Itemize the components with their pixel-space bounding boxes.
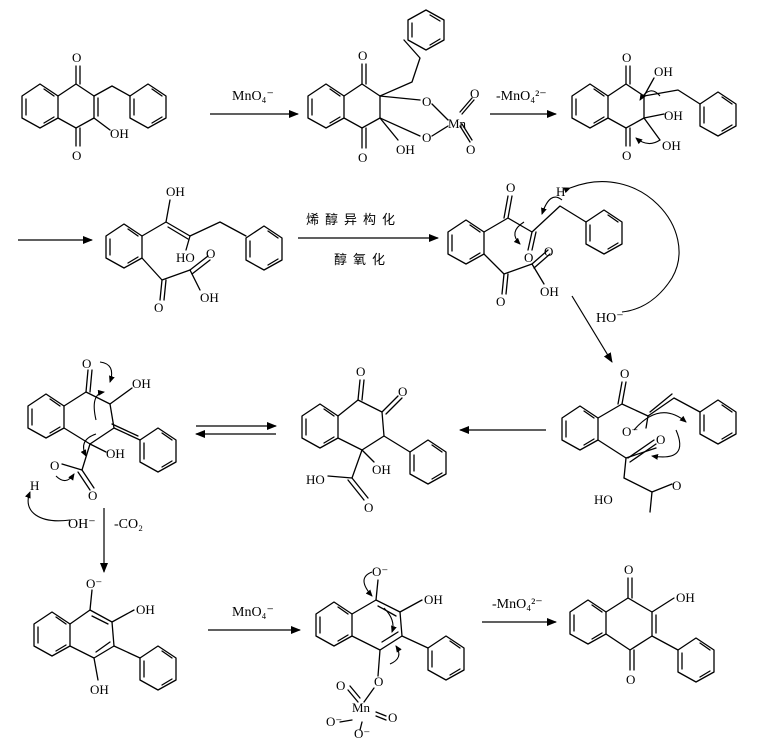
molecule-manganate-ester [307, 9, 475, 149]
atom-mn: Mn [352, 700, 371, 715]
molecule-hydroxyacid-diketone [301, 379, 447, 501]
atom-o: O [72, 50, 81, 65]
atom-o: O [470, 86, 479, 101]
atom-o: O [656, 432, 665, 447]
atom-o: O [544, 244, 553, 259]
molecule-manganate-enolate [315, 571, 465, 731]
atom-oh: OH [654, 64, 673, 79]
atom-oh: OH [110, 126, 129, 141]
atom-oh: OH [662, 138, 681, 153]
atom-oh: OH [132, 376, 151, 391]
atom-o: O [622, 148, 631, 163]
atom-o: O [496, 294, 505, 309]
atom-o: O [626, 672, 635, 687]
atom-oh: OH [664, 108, 683, 123]
atom-o: O [358, 48, 367, 63]
atom-oh: OH [106, 446, 125, 461]
atom-oh: OH [396, 142, 415, 157]
atom-mn: Mn [448, 116, 467, 131]
molecule-diketone-ketoacid [447, 181, 680, 313]
atom-o: O [82, 356, 91, 371]
reagent-label: HO⁻ [596, 311, 624, 326]
reagent-label: OH⁻ [68, 517, 96, 532]
atom-o: O [624, 562, 633, 577]
molecule-benzyl-hydroxynaphthoquinone [21, 65, 167, 147]
atom-o: O [620, 366, 629, 381]
atom-o: O [154, 300, 163, 315]
atom-ho: HO [594, 492, 613, 507]
atom-o: O [88, 488, 97, 503]
molecule-enol-acid [24, 361, 177, 522]
atom-o: O [50, 458, 59, 473]
atom-o: O [72, 148, 81, 163]
atom-o: O [358, 150, 367, 165]
atom-h: H [556, 184, 565, 199]
atom-o: O [506, 180, 515, 195]
atom-o: O [524, 250, 533, 265]
atom-o: O [336, 678, 345, 693]
atom-oh: OH [90, 682, 109, 697]
atom-h: H [30, 478, 39, 493]
molecule-enediol-ketoacid [105, 199, 283, 301]
atom-o: O [398, 384, 407, 399]
atom-oh: OH [166, 184, 185, 199]
atom-oh: OH [136, 602, 155, 617]
atom-o: O [422, 94, 431, 109]
atom-o: O [374, 674, 383, 689]
atom-o-minus: O⁻ [622, 424, 638, 439]
atom-o-minus: O⁻ [86, 576, 102, 591]
atom-o: O [422, 130, 431, 145]
atom-ho: HO [306, 472, 325, 487]
molecule-naphthalenediol-enolate [33, 589, 177, 691]
reagent-label: -MnO₄²⁻ [492, 597, 543, 612]
molecule-hydroxy-phenyl-naphthoquinone [569, 577, 715, 683]
atom-o-minus: O⁻ [372, 564, 388, 579]
reaction-arrow [571, 295, 613, 363]
atom-o-minus: O⁻ [354, 726, 370, 738]
atom-ho: HO [176, 250, 195, 265]
molecule-diol [571, 65, 737, 147]
atom-oh: OH [540, 284, 559, 299]
atom-o: O [206, 246, 215, 261]
atom-o: O [466, 142, 475, 157]
atom-o: O [388, 710, 397, 725]
atom-o: O [672, 478, 681, 493]
reagent-label: -MnO₄²⁻ [496, 89, 547, 104]
atom-o-minus: O⁻ [326, 714, 342, 729]
atom-oh: OH [200, 290, 219, 305]
atom-oh: OH [676, 590, 695, 605]
molecule-enolate [561, 381, 737, 513]
atom-oh: OH [424, 592, 443, 607]
reagent-label: MnO₄⁻ [232, 605, 274, 620]
reagent-label: -CO₂ [114, 517, 143, 532]
reagent-label: 醇氧化 [334, 252, 391, 268]
atom-oh: OH [372, 462, 391, 477]
atom-o: O [356, 364, 365, 379]
atom-o: O [622, 50, 631, 65]
reagent-label: 烯醇异构化 [306, 212, 401, 228]
reagent-label: MnO₄⁻ [232, 89, 274, 104]
atom-o: O [364, 500, 373, 515]
